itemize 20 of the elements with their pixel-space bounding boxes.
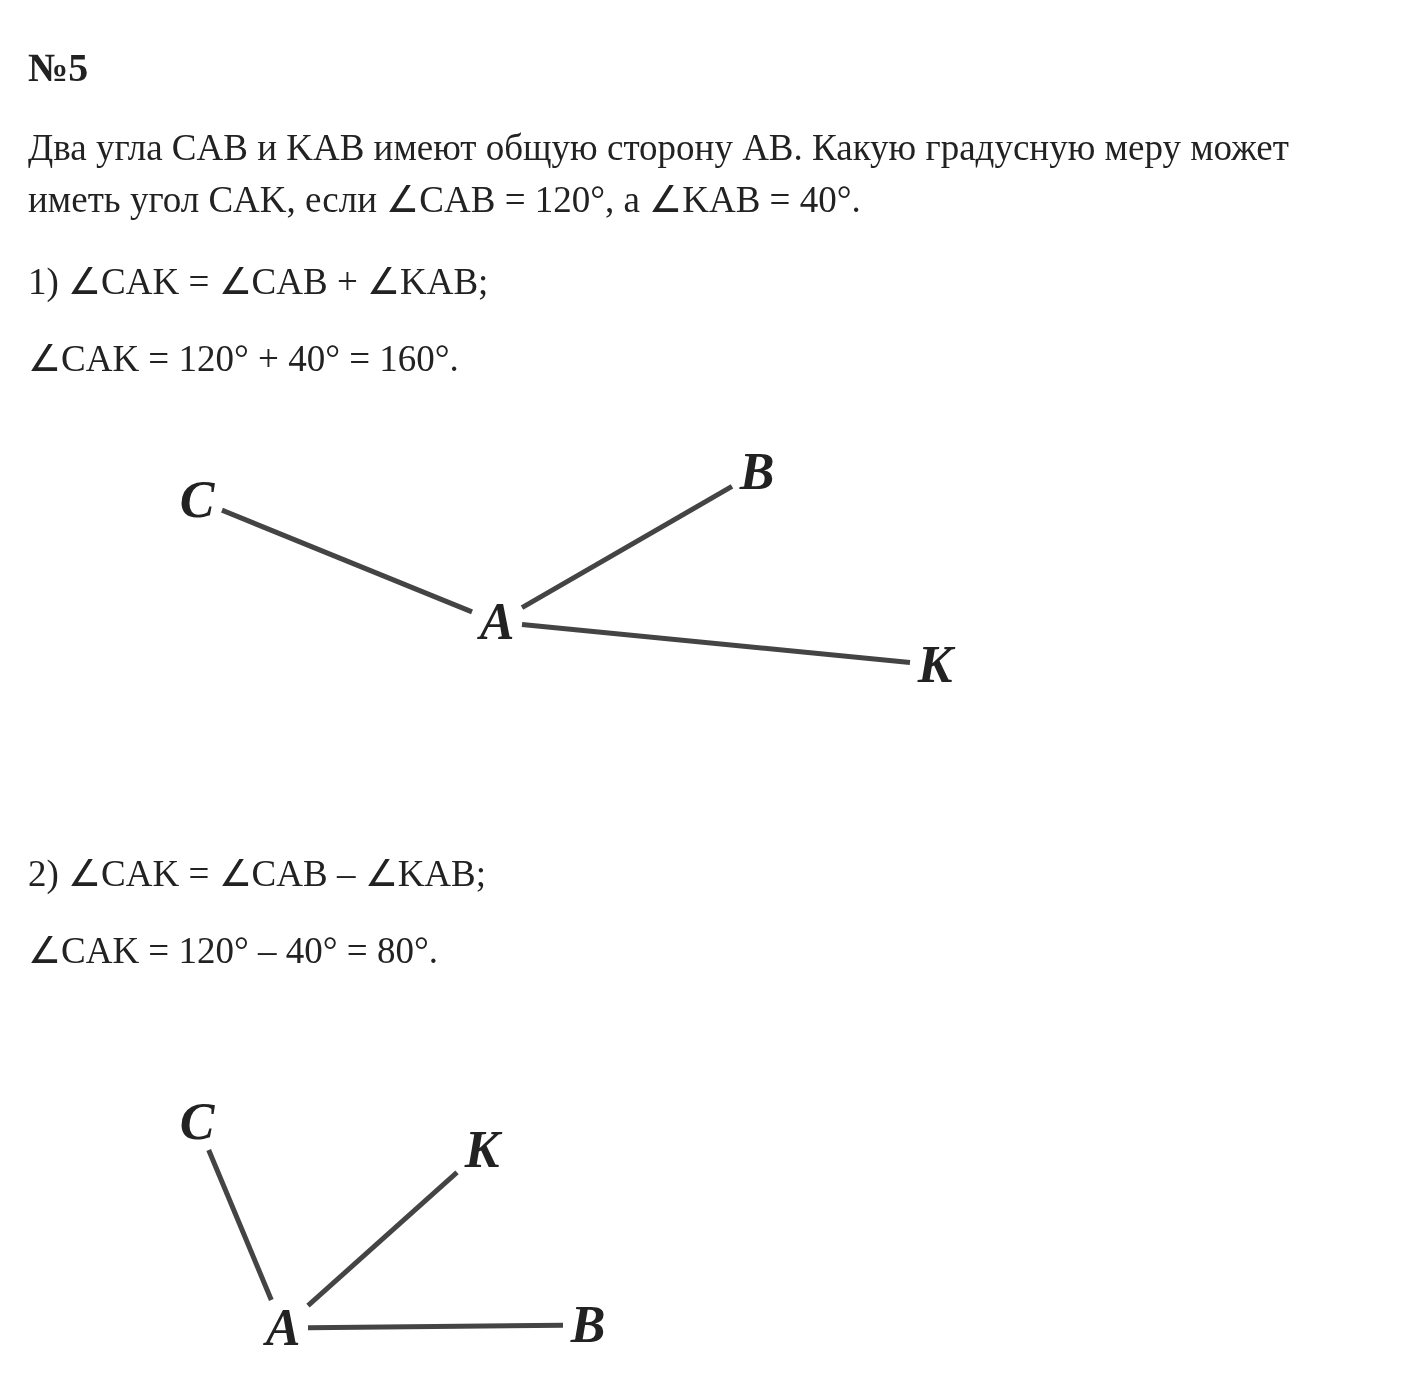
point-label: C: [172, 1094, 222, 1150]
solution-line: ∠CAK = 120° – 40° = 80°.: [28, 929, 439, 973]
ray-line: [221, 507, 473, 615]
point-label: C: [172, 472, 222, 528]
point-label: K: [457, 1122, 507, 1178]
problem-text: Два угла CAB и KAB имеют общую сторону AB. Какую градусную меру может иметь угол CAK, если ∠CAB = 120°, а ∠KAB = 40°.: [28, 126, 1290, 222]
solution-line: ∠CAK = 120° + 40° = 160°.: [28, 337, 460, 381]
point-label: A: [472, 594, 522, 650]
ray-line: [520, 484, 734, 610]
ray-line: [306, 1170, 459, 1308]
point-label: K: [910, 637, 960, 693]
point-label: A: [258, 1300, 308, 1356]
solution-line: 1) ∠CAK = ∠CAB + ∠KAB;: [28, 260, 490, 304]
solution-line: 2) ∠CAK = ∠CAB – ∠KAB;: [28, 852, 488, 896]
ray-line: [521, 621, 911, 666]
point-label: B: [732, 444, 782, 500]
problem-number: №5: [28, 44, 89, 91]
ray-line: [206, 1149, 274, 1301]
point-label: B: [563, 1297, 613, 1353]
ray-line: [307, 1322, 564, 1331]
